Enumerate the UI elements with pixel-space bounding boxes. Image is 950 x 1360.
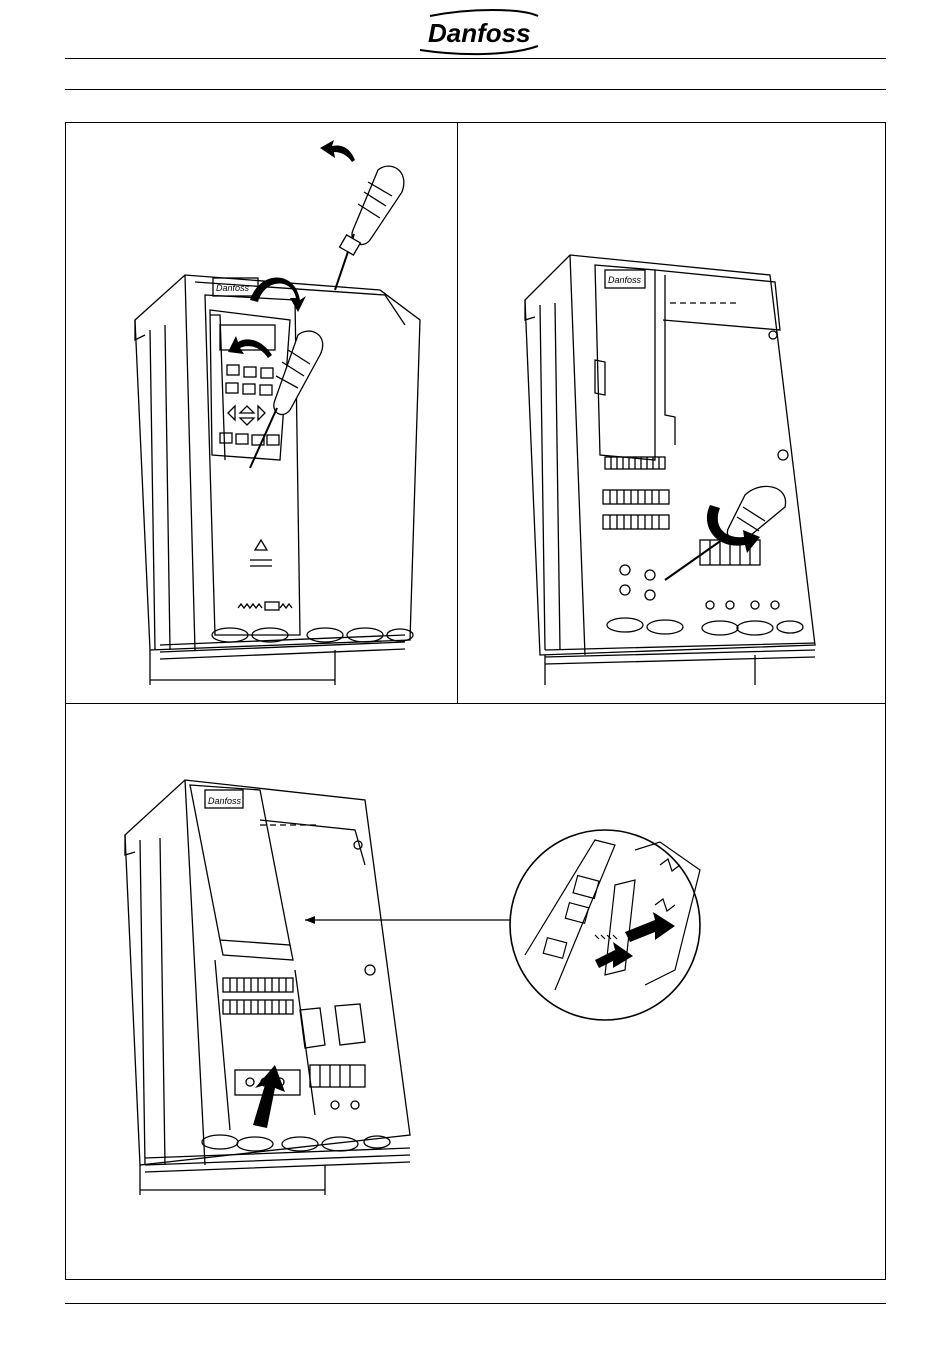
header-rule-bottom — [65, 89, 886, 90]
figure-remove-panel: Danfoss — [120, 130, 450, 690]
cabinet-outline — [135, 275, 420, 650]
warning-triangle-icon — [255, 540, 267, 550]
frame-divider-vertical — [457, 122, 458, 704]
screwdriver-panel — [250, 331, 323, 468]
figure-loosen-screw: Danfoss — [515, 245, 835, 690]
pry-arrow-icon — [228, 336, 272, 358]
header-rule-top — [65, 58, 886, 59]
cabinet-outline — [525, 255, 815, 655]
frame-divider-horizontal — [65, 703, 886, 704]
push-up-arrow-icon — [253, 1065, 285, 1128]
rotate-arrow-icon — [320, 140, 355, 162]
danfoss-logo: Danfoss — [410, 6, 545, 58]
device-logo: Danfoss — [216, 283, 250, 293]
logo-text: Danfoss — [428, 18, 531, 48]
figure-unplug-board: Danfoss — [115, 770, 875, 1200]
footer-rule — [65, 1303, 886, 1304]
device-logo: Danfoss — [208, 796, 242, 806]
detail-magnifier — [510, 830, 700, 1020]
device-logo: Danfoss — [608, 275, 642, 285]
control-card — [190, 785, 290, 945]
screwdriver-top — [335, 166, 404, 290]
